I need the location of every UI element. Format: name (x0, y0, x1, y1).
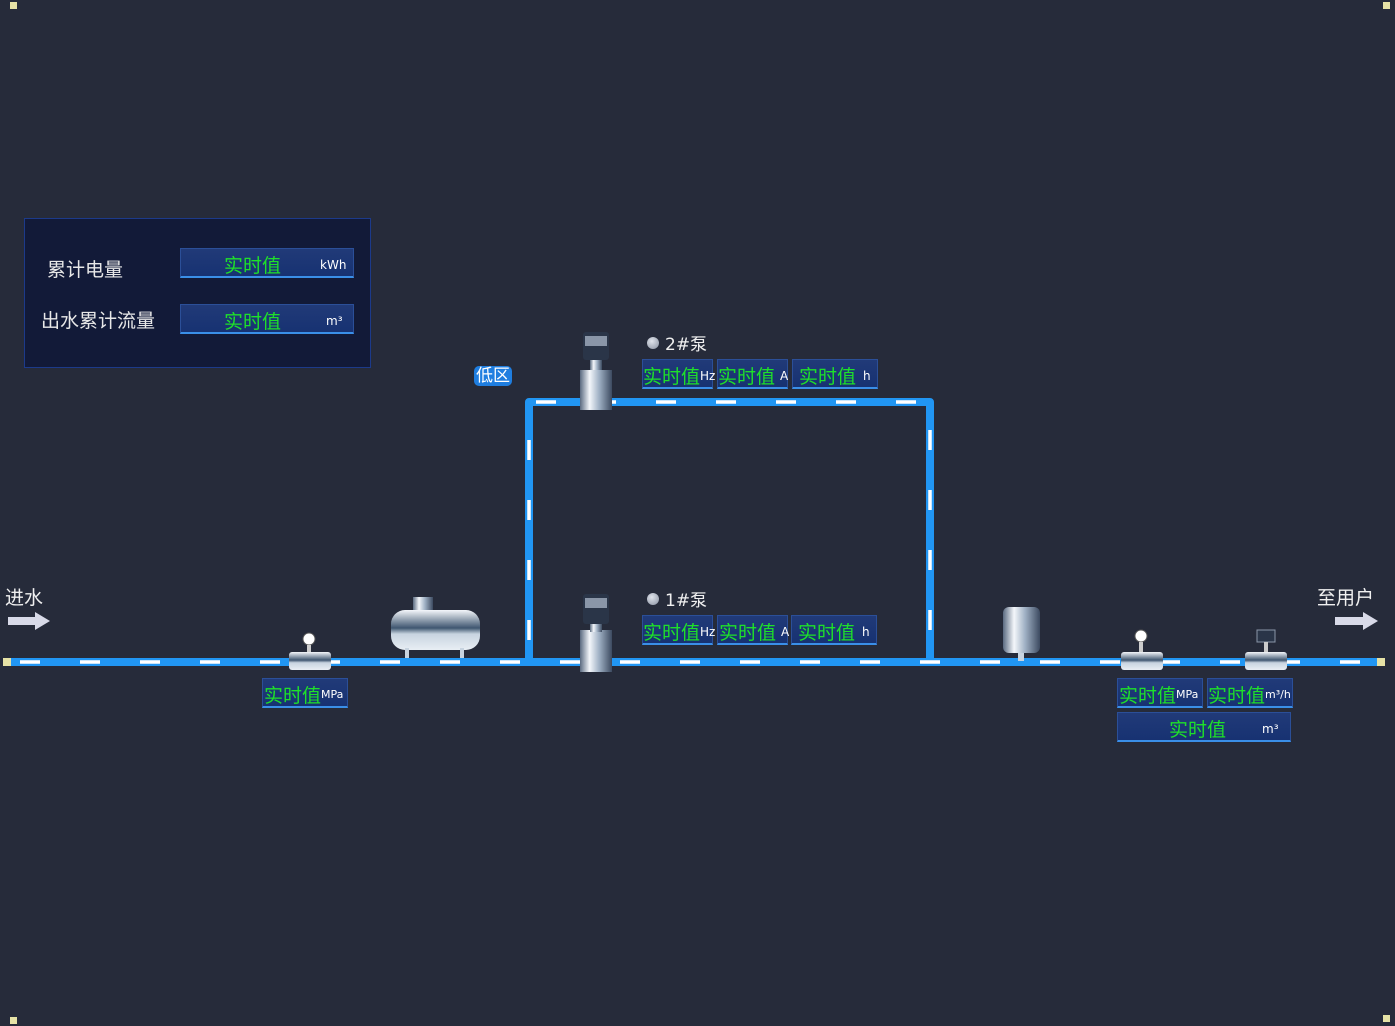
energy-value-box: 实时值 kWh (180, 248, 354, 278)
zone-label: 低区 (474, 366, 512, 386)
inlet-pressure-gauge-icon (289, 632, 331, 670)
unit-text: A (780, 369, 789, 383)
pump-1-runtime: 实时值 h (791, 615, 877, 645)
value-text: 实时值 (719, 622, 777, 644)
buffer-vessel-icon (1003, 607, 1040, 661)
pump-1-frequency: 实时值 Hz (642, 615, 716, 645)
unit-text: A (781, 625, 790, 639)
pump-2-label: 2#泵 (647, 330, 707, 355)
value-text: 实时值 (1208, 685, 1266, 707)
unit-text: m³ (1262, 722, 1279, 736)
pressure-tank-icon (391, 597, 480, 658)
pump-name: 1#泵 (665, 591, 708, 611)
energy-label: 累计电量 (47, 259, 124, 281)
value-text: 实时值 (1169, 719, 1227, 741)
inlet-label: 进水 (5, 587, 44, 609)
unit-text: h (863, 369, 871, 383)
pump-2-icon (580, 332, 612, 410)
pump-2-runtime: 实时值 h (792, 359, 878, 389)
corner-marker (10, 2, 17, 9)
inlet-arrow-icon (8, 612, 50, 630)
inlet-pressure-value: 实时值 MPa (262, 678, 348, 708)
corner-marker (10, 1017, 17, 1024)
unit-text: Hz (700, 369, 716, 383)
outflow-total-label: 出水累计流量 (41, 310, 156, 332)
value-text: 实时值 (799, 366, 857, 388)
flow-meter-icon (1245, 629, 1287, 670)
value-text: 实时值 (224, 311, 282, 333)
value-text: 实时值 (224, 255, 282, 277)
pump-2-current: 实时值 A (717, 359, 788, 389)
summary-panel (24, 218, 371, 368)
outlet-pressure-gauge-icon (1121, 629, 1163, 670)
outlet-pressure-value: 实时值 MPa (1117, 678, 1203, 708)
unit-text: MPa (321, 688, 344, 701)
pump-1-current: 实时值 A (717, 615, 790, 645)
unit-text: kWh (320, 258, 347, 272)
corner-marker (1383, 2, 1390, 9)
pump-name: 2#泵 (665, 335, 708, 355)
value-text: 实时值 (1119, 685, 1177, 707)
unit-text: m³/h (1265, 688, 1291, 701)
outlet-total-value: 实时值 m³ (1117, 712, 1291, 742)
pump-2-frequency: 实时值 Hz (642, 359, 716, 389)
outflow-total-value-box: 实时值 m³ (180, 304, 354, 334)
pump-1-label: 1#泵 (647, 586, 707, 611)
outlet-arrow-icon (1335, 612, 1378, 630)
status-indicator-icon (647, 336, 659, 349)
value-text: 实时值 (264, 685, 322, 707)
outlet-label: 至用户 (1317, 587, 1375, 609)
value-text: 实时值 (718, 366, 776, 388)
pump-1-icon (580, 594, 612, 672)
value-text: 实时值 (643, 366, 701, 388)
value-text: 实时值 (643, 622, 701, 644)
status-indicator-icon (647, 592, 659, 605)
unit-text: Hz (700, 625, 716, 639)
value-text: 实时值 (798, 622, 856, 644)
outlet-flow-value: 实时值 m³/h (1207, 678, 1293, 708)
corner-marker (1383, 1015, 1390, 1022)
unit-text: m³ (326, 314, 343, 328)
unit-text: h (862, 625, 870, 639)
unit-text: MPa (1176, 688, 1199, 701)
